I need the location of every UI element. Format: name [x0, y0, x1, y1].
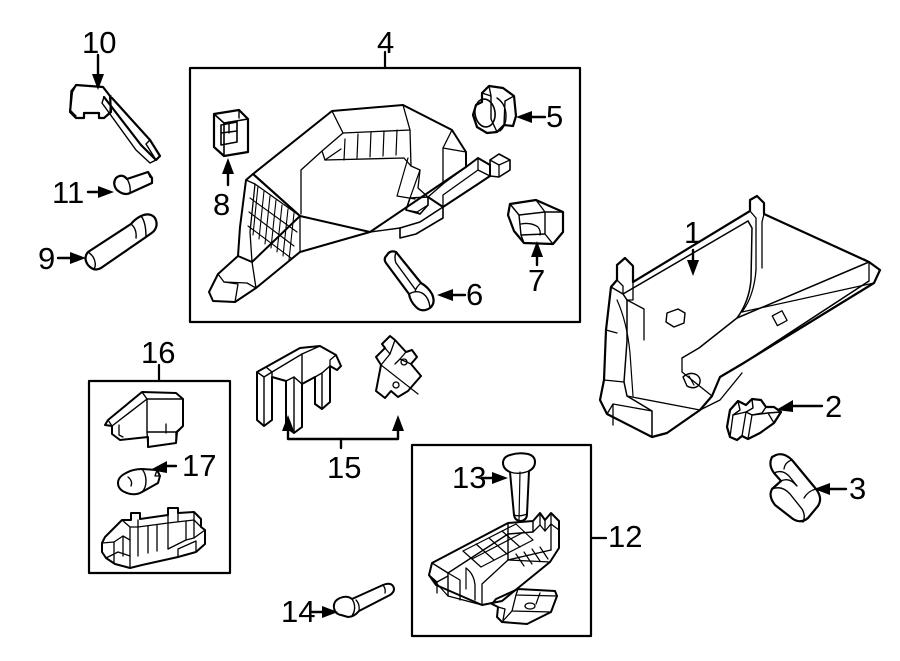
group-box-12-frame — [410, 443, 608, 638]
part-14-screw — [332, 582, 395, 618]
leader-13 — [480, 472, 508, 484]
part-9-screw — [84, 213, 158, 271]
part-13-screw — [502, 452, 536, 522]
part-8-bezel-clip — [212, 108, 250, 158]
leader-9 — [56, 252, 86, 264]
callout-label-11: 11 — [52, 175, 85, 210]
part-11-screw — [113, 170, 154, 196]
callout-label-10: 10 — [82, 25, 117, 60]
callout-label-3: 3 — [849, 471, 867, 506]
callout-label-2: 2 — [825, 389, 843, 424]
callout-label-1: 1 — [684, 215, 702, 250]
part-4-glove-box-housing — [208, 104, 511, 303]
leader-7 — [531, 241, 543, 267]
part-16-lamp-group — [101, 391, 206, 569]
part-5-lock-cylinder — [471, 84, 518, 135]
callout-leaders — [56, 53, 848, 618]
part-7-bumper-stop — [506, 198, 565, 246]
part-3-damper — [769, 453, 822, 523]
group-box-4-frame — [188, 50, 582, 324]
leader-11 — [86, 186, 114, 198]
part-12-fuse-box-group — [428, 452, 560, 625]
leader-10 — [92, 53, 104, 90]
group-box-16-frame — [87, 363, 232, 575]
leader-15 — [282, 415, 404, 450]
callout-label-8: 8 — [213, 187, 231, 222]
part-15-brackets — [256, 335, 422, 434]
leader-1 — [687, 248, 699, 276]
callout-label-12: 12 — [608, 519, 643, 554]
leader-17 — [150, 461, 178, 473]
leader-14 — [310, 606, 338, 618]
leader-6 — [437, 289, 467, 301]
callout-label-9: 9 — [38, 241, 56, 276]
callout-label-14: 14 — [281, 594, 316, 629]
callout-label-16: 16 — [141, 335, 176, 370]
callout-label-4: 4 — [377, 25, 395, 60]
callout-label-5: 5 — [546, 99, 564, 134]
leader-2 — [776, 400, 824, 412]
callout-label-6: 6 — [466, 277, 484, 312]
part-6-screw — [383, 250, 435, 312]
callout-label-17: 17 — [182, 448, 217, 483]
part-10-latch-handle — [68, 83, 162, 164]
part-17-lamp-bulb — [117, 468, 161, 496]
part-1-glove-box-door — [598, 194, 882, 439]
callout-label-15: 15 — [327, 450, 362, 485]
callout-label-7: 7 — [528, 263, 546, 298]
leader-3 — [814, 483, 848, 495]
leader-8 — [222, 158, 234, 187]
part-2-latch-striker — [725, 397, 783, 442]
leader-5 — [516, 111, 547, 123]
callout-label-13: 13 — [452, 460, 487, 495]
